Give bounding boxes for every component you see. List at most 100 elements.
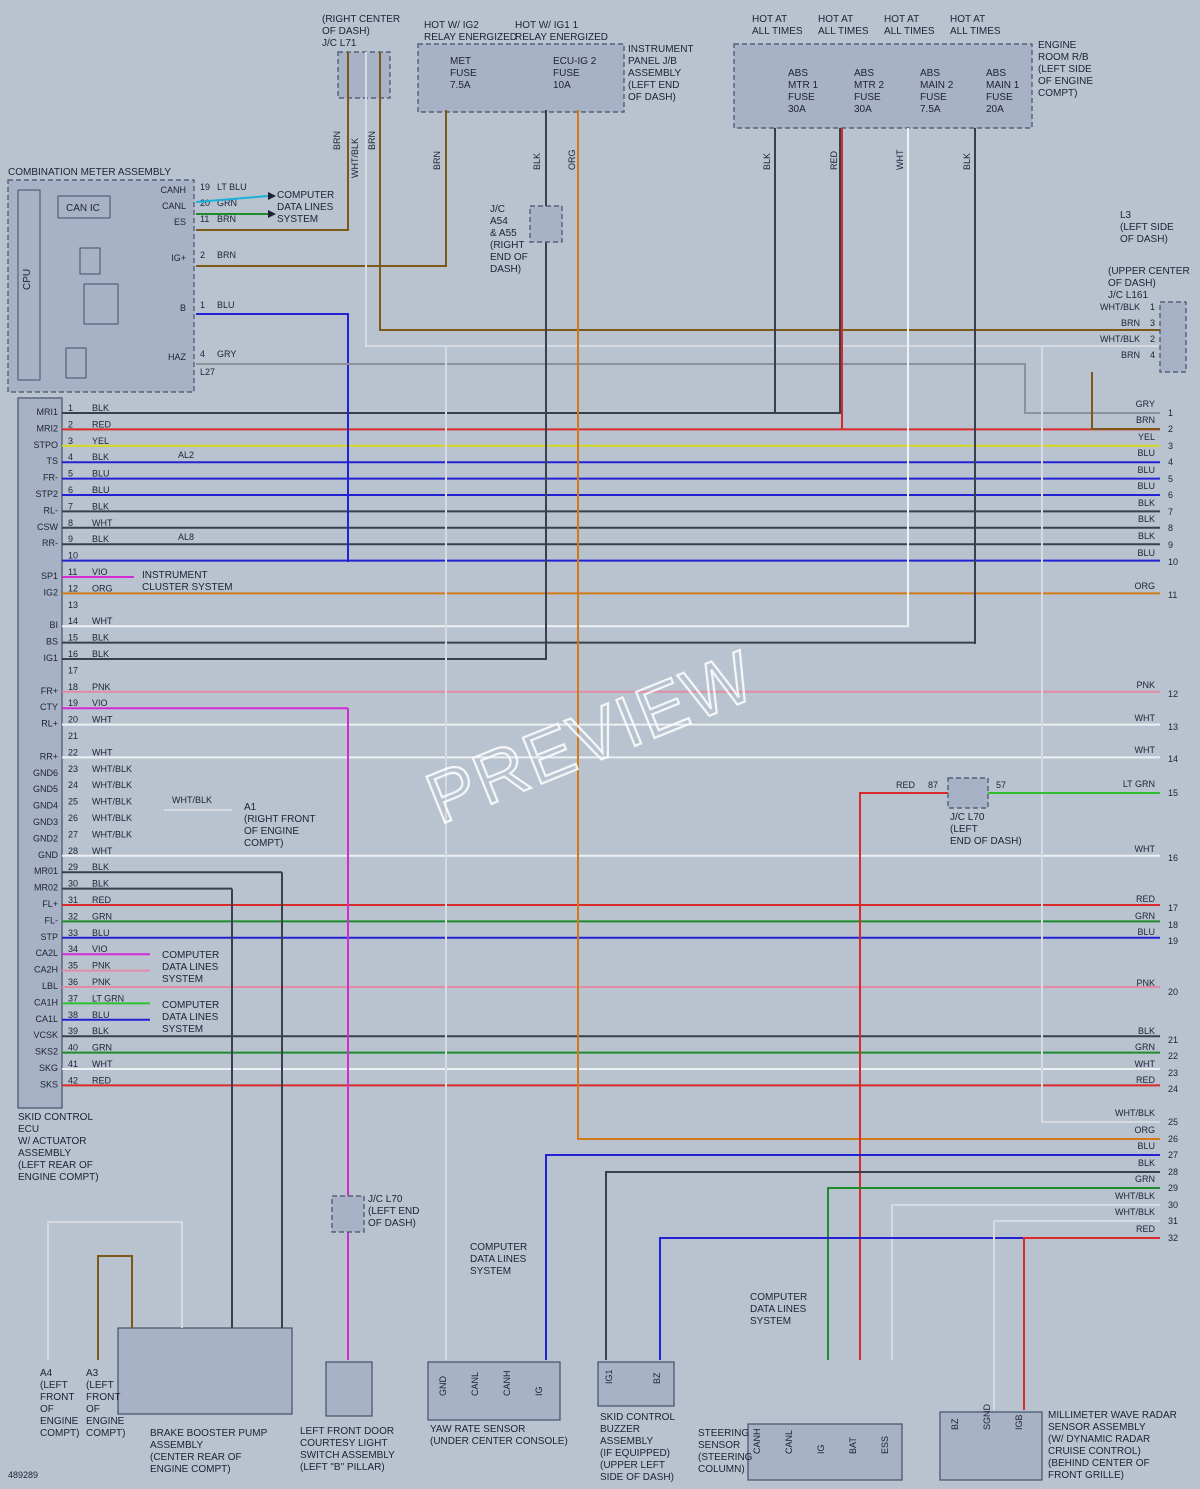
right-terminal-number: 1	[1168, 408, 1173, 418]
ecu-pin-name: GND2	[33, 833, 58, 843]
ecu-pin-name: FL+	[42, 899, 58, 909]
hot-at-all-times-label: HOT AT	[752, 14, 787, 25]
ecu-pin-number: 24	[68, 780, 78, 790]
ecu-wire-color: BLU	[92, 1010, 110, 1020]
cdl-label-1: DATA LINES	[162, 962, 219, 973]
diagram-id: 489289	[8, 1470, 38, 1480]
jc-l71-box	[337, 51, 391, 99]
l161-wire-color: BRN	[1121, 318, 1140, 328]
ecu-pin-name: IG1	[43, 653, 58, 663]
ecu-wire-color: BLK	[92, 403, 109, 413]
meter-pin-name: IG+	[171, 253, 186, 263]
abs-fuse-label: 20A	[986, 104, 1004, 115]
right-wire-color: BLU	[1137, 448, 1155, 458]
jc-l71-label: (RIGHT CENTER	[322, 14, 400, 25]
jc-l70-left-label: OF DASH)	[368, 1218, 416, 1229]
buzzer-label: ASSEMBLY	[600, 1436, 653, 1447]
abs-fuse-label: MAIN 1	[986, 80, 1020, 91]
right-terminal-number: 15	[1168, 788, 1178, 798]
steer-pin: IG	[816, 1444, 826, 1454]
buzzer-box	[597, 1361, 675, 1407]
instrument-panel-jb-box	[417, 43, 625, 113]
ecu-pin-number: 3	[68, 436, 73, 446]
radar-sensor-box	[939, 1411, 1043, 1481]
ecu-pin-number: 22	[68, 747, 78, 757]
can-ic-block	[57, 195, 111, 219]
jc-l161-box	[1159, 301, 1187, 373]
hot-at-all-times-label: HOT AT	[950, 14, 985, 25]
abs-fuse-label: 30A	[788, 104, 806, 115]
l3-label: L3	[1120, 210, 1132, 221]
meter-pin-number: 1	[200, 300, 205, 310]
ecu-pin-name: STPO	[33, 440, 58, 450]
right-wire-color: GRN	[1135, 1042, 1155, 1052]
brake-booster-pump-label: ENGINE COMPT)	[150, 1464, 231, 1475]
ecu-pin-number: 9	[68, 534, 73, 544]
ecu-pin-number: 42	[68, 1075, 78, 1085]
steer-whtblk	[891, 1204, 1160, 1360]
ecu-pin-number: 26	[68, 813, 78, 823]
ecu-wire-color: WHT	[92, 715, 113, 725]
ig1-label: RELAY ENERGIZED	[515, 32, 608, 43]
right-terminal-number: 2	[1168, 424, 1173, 434]
right-wire-color: BLU	[1137, 927, 1155, 937]
ecu-wire-color: BLK	[92, 452, 109, 462]
cdl-label-2: SYSTEM	[162, 1024, 203, 1035]
a1-ground-label: (RIGHT FRONT	[244, 814, 315, 825]
ecu-wire-color: ORG	[92, 583, 113, 593]
radar-red	[1023, 1237, 1160, 1410]
abs-fuse-label: FUSE	[854, 92, 881, 103]
buzzer-label: (UPPER LEFT	[600, 1460, 665, 1471]
right-wire-color: WHT	[1135, 713, 1156, 723]
ecu-pin-name: FL-	[45, 915, 59, 925]
right-wire-color: ORG	[1134, 581, 1155, 591]
meter-wire-color: GRN	[217, 198, 237, 208]
ecu-pin-name: CA2H	[34, 965, 58, 975]
ecu-pin-name: SKS	[40, 1079, 58, 1089]
right-wire-color: BRN	[1136, 415, 1155, 425]
right-wire-color: BLK	[1138, 1026, 1155, 1036]
yaw-cdl-label: SYSTEM	[470, 1266, 511, 1277]
ecu-ig2-fuse-label: FUSE	[553, 68, 580, 79]
abs-fuse-label: ABS	[986, 68, 1006, 79]
abs-fuse-label: 30A	[854, 104, 872, 115]
instrument-cluster-label: CLUSTER SYSTEM	[142, 582, 233, 593]
ecu-pin-name: GND4	[33, 801, 58, 811]
ecu-pin-name: FR-	[43, 473, 58, 483]
ecu-pin-name: CSW	[37, 522, 59, 532]
right-terminal-number: 25	[1168, 1117, 1178, 1127]
combination-meter-title: COMBINATION METER ASSEMBLY	[8, 167, 171, 178]
right-wire-color: BLU	[1137, 481, 1155, 491]
ecu-wire-color: LT GRN	[92, 993, 124, 1003]
right-wire-color: WHT/BLK	[1115, 1191, 1155, 1201]
skid-control-ecu-box	[17, 397, 63, 1109]
ecu-pin-name: BS	[46, 637, 58, 647]
radar-whtblk	[993, 1220, 1160, 1410]
ecu-pin-number: 7	[68, 501, 73, 511]
meter-pin-name: ES	[174, 217, 186, 227]
hot-at-all-times-label: ALL TIMES	[950, 26, 1001, 37]
met-fuse-label: MET	[450, 56, 471, 67]
jc-a54-box	[529, 205, 563, 243]
meter-pin-number: 19	[200, 182, 210, 192]
meter-wire-color: LT BLU	[217, 182, 247, 192]
steer-pin: ESS	[880, 1436, 890, 1454]
wire-color: BRN	[432, 151, 442, 170]
a3-brn	[97, 1255, 133, 1360]
meter-pin-number: 4	[200, 349, 205, 359]
ecu-pin-number: 33	[68, 928, 78, 938]
steer-cdl-label: SYSTEM	[750, 1316, 791, 1327]
right-terminal-number: 24	[1168, 1084, 1178, 1094]
ecu-pin-number: 12	[68, 583, 78, 593]
ipjb-label: INSTRUMENT	[628, 44, 694, 55]
jc-a54-label: (RIGHT	[490, 240, 524, 251]
ecu-ig2-fuse-label: ECU-IG 2	[553, 56, 597, 67]
ecu-pin-number: 35	[68, 961, 78, 971]
right-terminal-number: 23	[1168, 1068, 1178, 1078]
right-wire-color: GRY	[1136, 399, 1155, 409]
ecu-pin-number: 21	[68, 731, 78, 741]
buzzer-label: SKID CONTROL	[600, 1412, 675, 1423]
ecu-wire-color: BLK	[92, 633, 109, 643]
ecu-wire-color: RED	[92, 895, 112, 905]
steer-cdl-label: DATA LINES	[750, 1304, 807, 1315]
